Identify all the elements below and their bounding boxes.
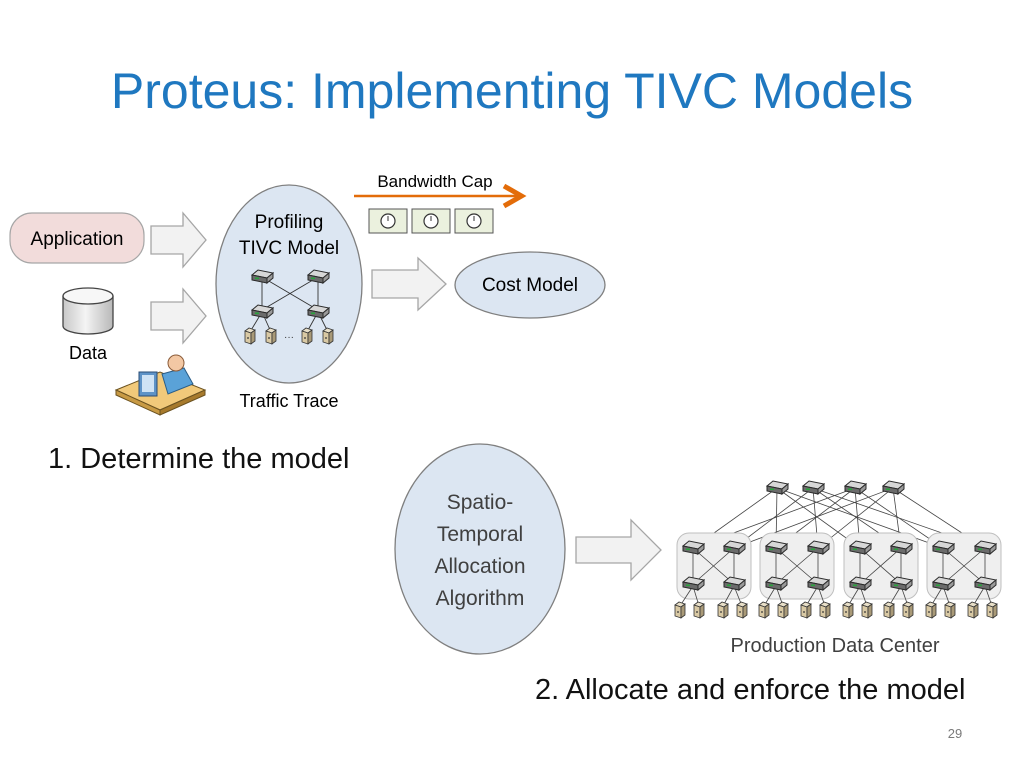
switch-icon (766, 480, 789, 495)
algorithm-label-line4: Algorithm (436, 587, 525, 610)
server-icon (819, 601, 831, 619)
server-icon (301, 327, 313, 345)
server-icon (800, 601, 812, 619)
server-icon (244, 327, 256, 345)
switch-icon (723, 540, 746, 555)
server-icon (861, 601, 873, 619)
switch-icon (890, 540, 913, 555)
clock-icon (411, 208, 451, 234)
person-at-computer-icon (114, 354, 207, 416)
step-1-label: 1. Determine the model (48, 443, 350, 475)
switch-icon (682, 540, 705, 555)
block-arrow-icon (150, 287, 207, 345)
database-icon (62, 287, 114, 335)
clock-icon (454, 208, 494, 234)
switch-icon (807, 576, 830, 591)
slide-title: Proteus: Implementing TIVC Models (110, 63, 914, 119)
server-icon (777, 601, 789, 619)
server-icon (758, 601, 770, 619)
bandwidth-cap-label: Bandwidth Cap (377, 172, 492, 191)
switch-icon (890, 576, 913, 591)
switch-icon (844, 480, 867, 495)
switch-icon (932, 540, 955, 555)
block-arrow-icon (575, 518, 662, 582)
algorithm-label-line3: Allocation (434, 555, 525, 578)
switch-icon (849, 540, 872, 555)
server-icon (322, 327, 334, 345)
production-data-center-label: Production Data Center (730, 635, 939, 657)
switch-icon (802, 480, 825, 495)
switch-icon (251, 304, 274, 319)
algorithm-label-line2: Temporal (437, 523, 523, 546)
switch-icon (882, 480, 905, 495)
profiling-label-line1: Profiling (255, 212, 324, 233)
switch-icon (765, 540, 788, 555)
step-2-label: 2. Allocate and enforce the model (535, 674, 966, 706)
server-icon (883, 601, 895, 619)
server-icon (674, 601, 686, 619)
server-icon (842, 601, 854, 619)
switch-icon (307, 269, 330, 284)
traffic-trace-label: Traffic Trace (239, 391, 338, 411)
switch-icon (849, 576, 872, 591)
allocation-algorithm-node: Spatio- Temporal Allocation Algorithm (394, 443, 566, 655)
algorithm-label-line1: Spatio- (447, 491, 514, 514)
mini-topology: ··· (244, 269, 334, 345)
server-icon (736, 601, 748, 619)
server-icon (265, 327, 277, 345)
switch-icon (807, 540, 830, 555)
block-arrow-icon (371, 256, 447, 312)
switch-icon (765, 576, 788, 591)
switch-icon (682, 576, 705, 591)
server-icon (925, 601, 937, 619)
application-label: Application (31, 229, 124, 250)
switch-icon (723, 576, 746, 591)
clock-icon (368, 208, 408, 234)
svg-text:···: ··· (284, 332, 294, 343)
slide-number: 29 (947, 726, 963, 741)
production-data-center-topology (674, 480, 1002, 619)
switch-icon (932, 576, 955, 591)
switch-icon (251, 269, 274, 284)
switch-icon (974, 576, 997, 591)
server-icon (693, 601, 705, 619)
application-box: Application (9, 212, 145, 264)
server-icon (944, 601, 956, 619)
switch-icon (307, 304, 330, 319)
data-label: Data (69, 343, 108, 363)
cost-model-node: Cost Model (454, 251, 606, 319)
cost-model-label: Cost Model (482, 275, 578, 296)
server-icon (902, 601, 914, 619)
server-icon (967, 601, 979, 619)
block-arrow-icon (150, 211, 207, 269)
server-icon (986, 601, 998, 619)
profiling-tivc-model-node: Profiling TIVC Model ··· (215, 184, 363, 384)
profiling-label-line2: TIVC Model (239, 238, 339, 259)
switch-icon (974, 540, 997, 555)
server-icon (717, 601, 729, 619)
